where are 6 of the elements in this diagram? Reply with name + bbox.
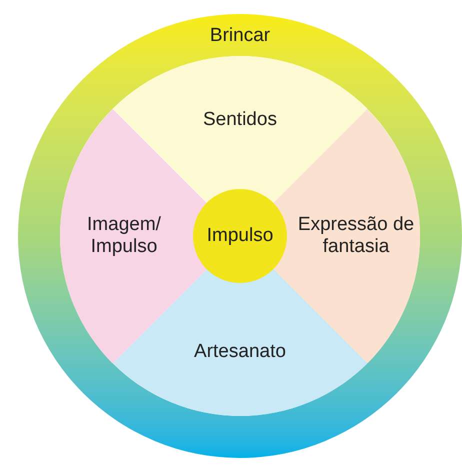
ring-label: Brincar — [210, 24, 270, 48]
wedge-label: Sentidos — [202, 109, 278, 131]
center-label: Impulso — [206, 224, 274, 248]
wedge-label: Expressão de fantasia — [296, 214, 416, 258]
wedge-label: Imagem/ Impulso — [86, 214, 162, 258]
wedge-label: Artesanato — [193, 341, 287, 363]
